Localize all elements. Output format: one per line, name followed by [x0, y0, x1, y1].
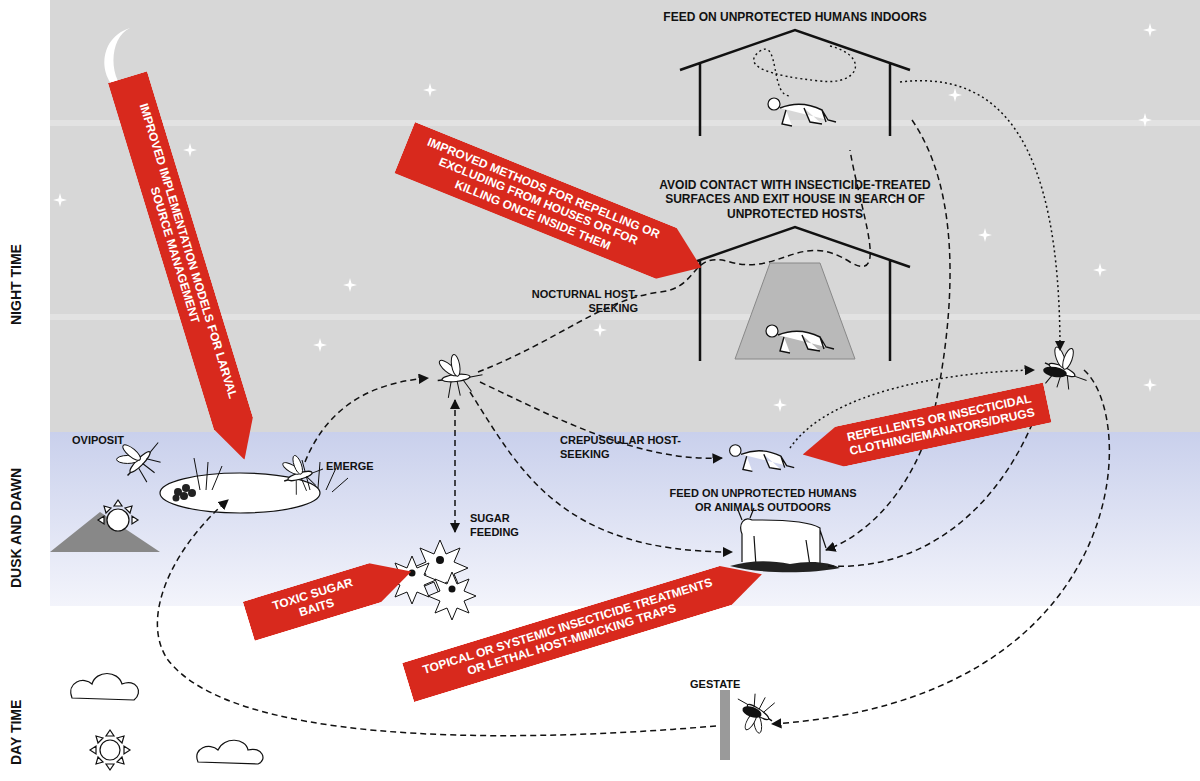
time-band-label: NIGHT TIME — [8, 244, 24, 325]
stage-label: CREPUSCULAR HOST-SEEKING — [560, 434, 720, 462]
scene-heading: FEED ON UNPROTECTED HUMANS INDOORS — [660, 10, 930, 24]
scene-heading: AVOID CONTACT WITH INSECTICIDE-TREATED S… — [650, 178, 940, 221]
stage-label: OVIPOSIT — [72, 434, 152, 448]
house-with-bednet — [670, 223, 920, 363]
time-band-label: DUSK AND DAWN — [8, 468, 24, 588]
stage-label: GESTATE — [690, 678, 760, 692]
house-scene: FEED ON UNPROTECTED HUMANS INDOORS — [660, 10, 930, 138]
house — [670, 26, 920, 138]
stage-label: EMERGE — [326, 460, 396, 474]
house-scene: AVOID CONTACT WITH INSECTICIDE-TREATED S… — [650, 178, 940, 363]
stage-label: NOCTURNAL HOST-SEEKING — [520, 288, 638, 316]
time-band-label: DAY TIME — [8, 700, 24, 765]
stage-label: SUGAR FEEDING — [470, 512, 540, 540]
stage-label: FEED ON UNPROTECTED HUMANS OR ANIMALS OU… — [668, 487, 858, 515]
